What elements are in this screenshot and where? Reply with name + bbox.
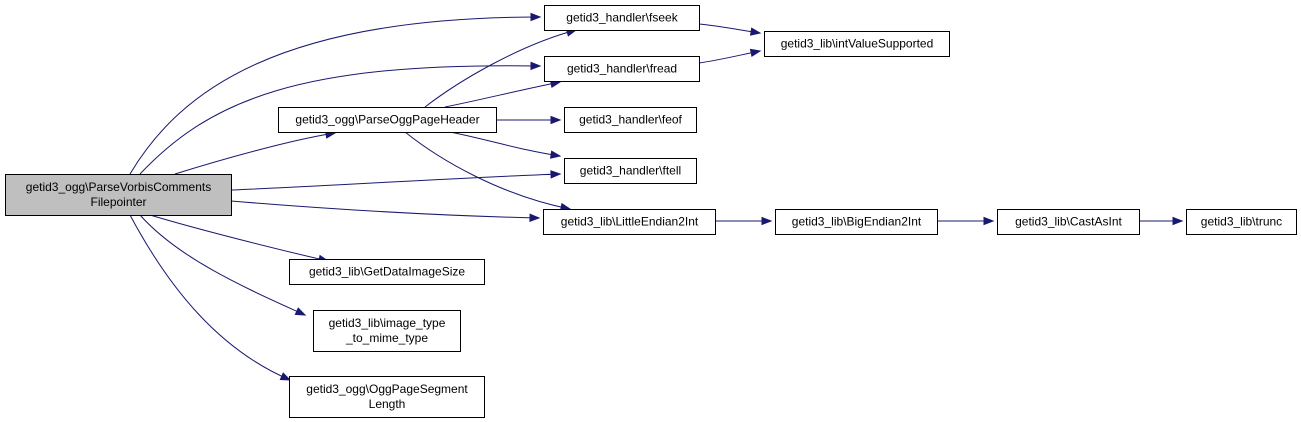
node-big[interactable]: getid3_lib\BigEndian2Int bbox=[775, 209, 938, 235]
node-box-parseogg[interactable] bbox=[278, 107, 497, 133]
node-box-oggseg[interactable] bbox=[289, 376, 485, 418]
edge-parseogg-to-fread bbox=[444, 81, 561, 108]
edge-root-to-fseek bbox=[129, 16, 541, 175]
edge-root-to-oggseg bbox=[129, 214, 291, 381]
node-label-trunc: getid3_lib\trunc bbox=[1201, 215, 1282, 229]
node-label-oggseg: getid3_ogg\OggPageSegment bbox=[306, 382, 468, 396]
node-box-fseek[interactable] bbox=[544, 5, 700, 31]
node-label-parseogg: getid3_ogg\ParseOggPageHeader bbox=[295, 113, 479, 127]
node-label-imagetype: getid3_lib\image_type bbox=[329, 316, 446, 330]
edge-root-to-fseek-arrowhead bbox=[530, 12, 542, 22]
node-label-big: getid3_lib\BigEndian2Int bbox=[792, 215, 922, 229]
edge-root-to-imagetype bbox=[139, 214, 306, 316]
node-box-intvalue[interactable] bbox=[764, 31, 950, 57]
nodes-layer: getid3_ogg\ParseVorbisCommentsFilepointe… bbox=[5, 5, 1297, 418]
node-label-feof: getid3_handler\feof bbox=[579, 113, 682, 127]
edge-little-to-big-arrowhead bbox=[761, 216, 773, 226]
node-box-big[interactable] bbox=[775, 209, 938, 235]
node-imagetype[interactable]: getid3_lib\image_type_to_mime_type bbox=[313, 310, 461, 352]
edge-parseogg-to-little bbox=[404, 131, 571, 210]
edge-root-to-fread bbox=[139, 65, 541, 175]
edge-parseogg-to-ftell bbox=[449, 131, 561, 157]
node-label-castas: getid3_lib\CastAsInt bbox=[1015, 215, 1122, 229]
node-box-root[interactable] bbox=[5, 174, 232, 216]
node-fread[interactable]: getid3_handler\fread bbox=[544, 56, 700, 82]
edge-root-to-oggseg-arrowhead bbox=[279, 372, 292, 381]
edge-root-to-little bbox=[230, 200, 540, 219]
edge-root-to-parseogg bbox=[174, 132, 336, 175]
node-box-little[interactable] bbox=[543, 209, 716, 235]
node-label-intvalue: getid3_lib\intValueSupported bbox=[781, 37, 934, 51]
node-parseogg[interactable]: getid3_ogg\ParseOggPageHeader bbox=[278, 107, 497, 133]
edge-root-to-imagetype-arrowhead bbox=[294, 307, 307, 316]
node-box-feof[interactable] bbox=[564, 107, 697, 133]
node-label-fread: getid3_handler\fread bbox=[567, 62, 677, 76]
edges-layer bbox=[129, 12, 1184, 381]
edge-parseogg-to-feof-arrowhead bbox=[550, 115, 562, 125]
node-box-fread[interactable] bbox=[544, 56, 700, 82]
edge-parseogg-to-fseek bbox=[424, 29, 577, 108]
edge-parseogg-to-ftell-arrowhead bbox=[549, 150, 562, 159]
node-fseek[interactable]: getid3_handler\fseek bbox=[544, 5, 700, 31]
node-getdata[interactable]: getid3_lib\GetDataImageSize bbox=[289, 259, 485, 285]
node-label-ftell: getid3_handler\ftell bbox=[580, 164, 681, 178]
node-label-little: getid3_lib\LittleEndian2Int bbox=[561, 215, 699, 229]
node-box-castas[interactable] bbox=[997, 209, 1140, 235]
edge-castas-to-trunc-arrowhead bbox=[1172, 216, 1184, 226]
node-label-oggseg: Length bbox=[369, 397, 406, 411]
node-feof[interactable]: getid3_handler\feof bbox=[564, 107, 697, 133]
node-little[interactable]: getid3_lib\LittleEndian2Int bbox=[543, 209, 716, 235]
node-trunc[interactable]: getid3_lib\trunc bbox=[1186, 209, 1297, 235]
node-label-getdata: getid3_lib\GetDataImageSize bbox=[309, 265, 465, 279]
edge-fread-to-intvalue-arrowhead bbox=[749, 48, 762, 58]
edge-fseek-to-intvalue-arrowhead bbox=[749, 27, 762, 36]
node-box-imagetype[interactable] bbox=[313, 310, 461, 352]
edge-root-to-fread-arrowhead bbox=[530, 61, 542, 71]
node-box-trunc[interactable] bbox=[1186, 209, 1297, 235]
edge-root-to-ftell bbox=[230, 173, 561, 191]
node-castas[interactable]: getid3_lib\CastAsInt bbox=[997, 209, 1140, 235]
node-label-root: Filepointer bbox=[90, 195, 146, 209]
node-label-imagetype: _to_mime_type bbox=[345, 331, 428, 345]
node-label-root: getid3_ogg\ParseVorbisComments bbox=[26, 180, 211, 194]
edge-root-to-ftell-arrowhead bbox=[550, 170, 562, 179]
node-box-getdata[interactable] bbox=[289, 259, 485, 285]
node-label-fseek: getid3_handler\fseek bbox=[566, 11, 678, 25]
node-box-ftell[interactable] bbox=[564, 158, 697, 184]
edge-root-to-getdata bbox=[149, 214, 329, 262]
node-ftell[interactable]: getid3_handler\ftell bbox=[564, 158, 697, 184]
node-intvalue[interactable]: getid3_lib\intValueSupported bbox=[764, 31, 950, 57]
node-root[interactable]: getid3_ogg\ParseVorbisCommentsFilepointe… bbox=[5, 174, 232, 216]
edge-root-to-little-arrowhead bbox=[529, 213, 541, 223]
edge-big-to-castas-arrowhead bbox=[983, 216, 995, 226]
